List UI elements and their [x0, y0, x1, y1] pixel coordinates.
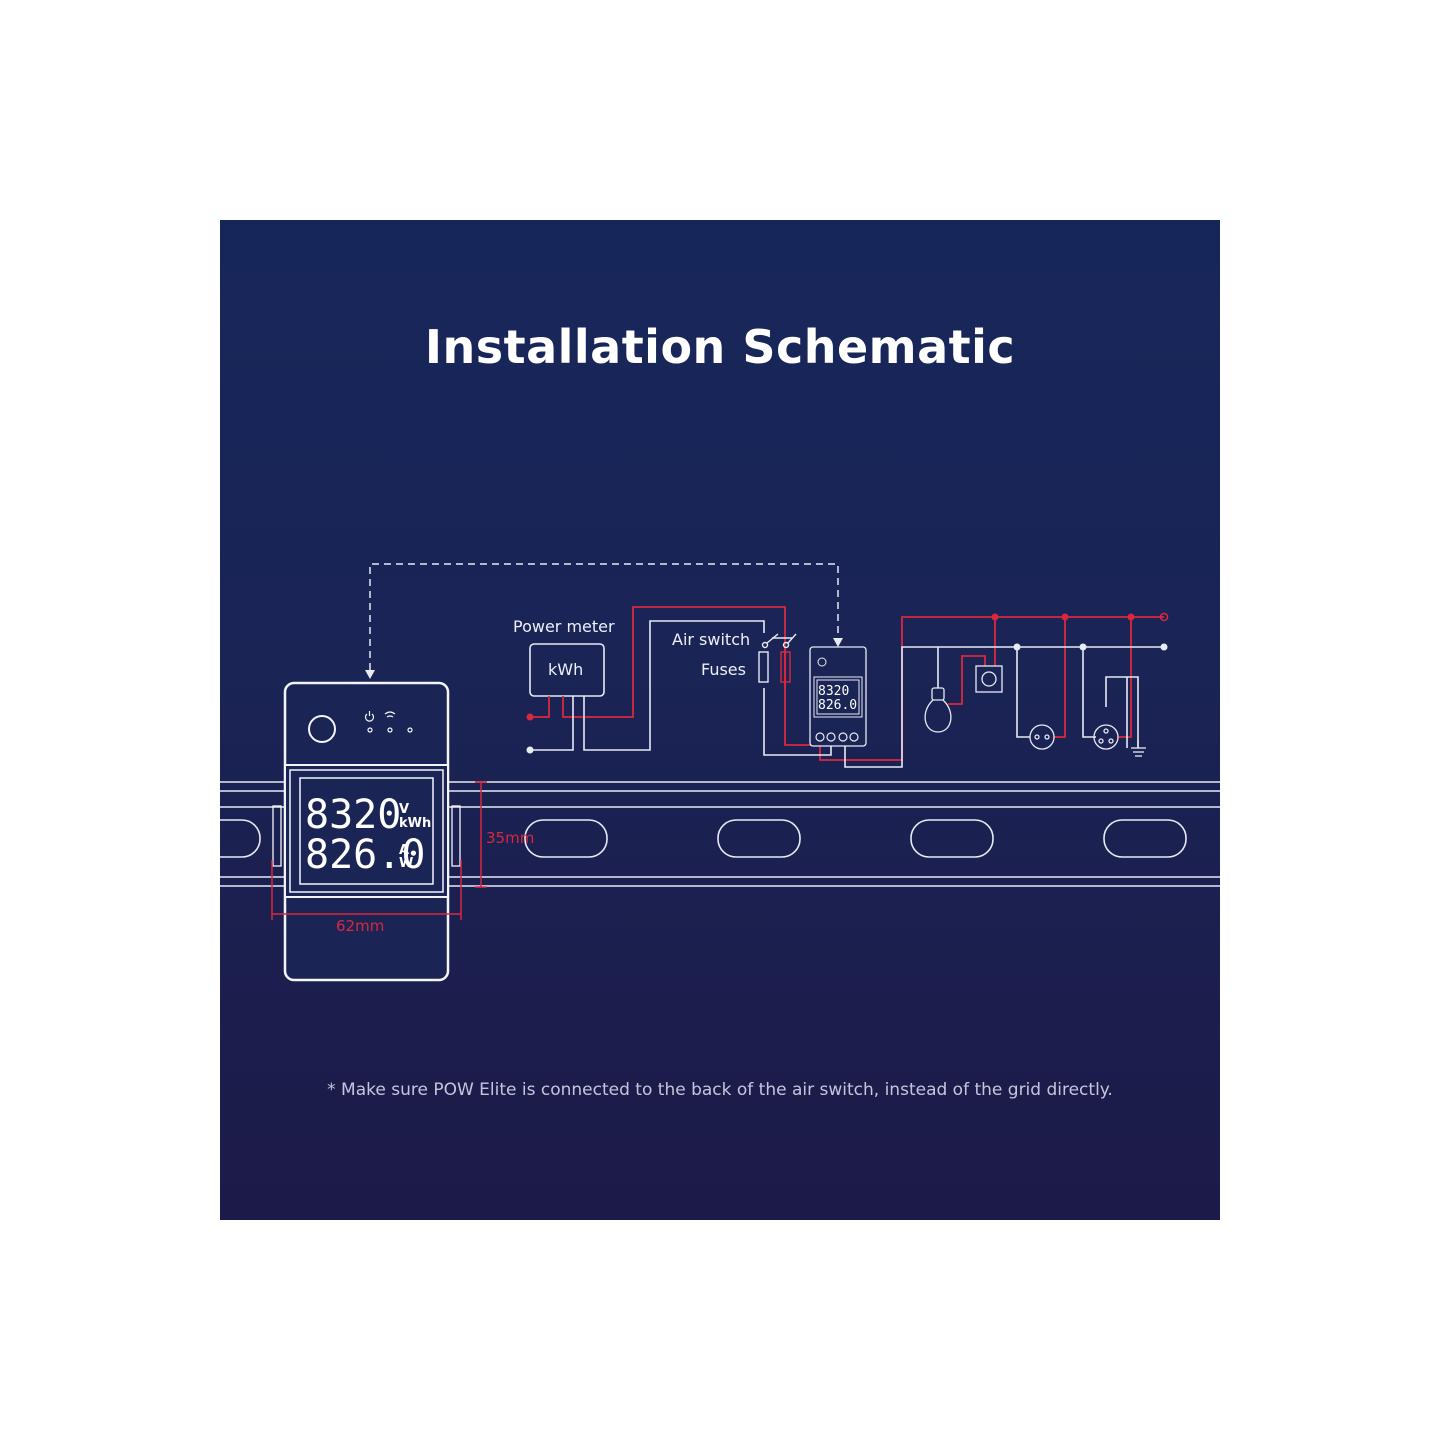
- svg-text:8320: 8320: [818, 684, 849, 699]
- power-meter-unit: kWh: [548, 660, 583, 679]
- two-pin-socket-icon: [1029, 724, 1055, 750]
- rail-dimension-label: 35mm: [486, 829, 534, 847]
- light-bulb-icon: [924, 687, 952, 733]
- pow-elite-device: 8320 V kWh 826.0 A W: [272, 681, 461, 982]
- power-meter-box: [529, 643, 605, 697]
- air-switch-icon: [761, 633, 797, 649]
- power-icon: [364, 711, 375, 733]
- wiring-white: [530, 620, 1164, 768]
- installation-diagram: 8320 V kWh 826.0 A W 62mm 35mm Power met…: [220, 563, 1220, 982]
- svg-text:826.0: 826.0: [818, 698, 857, 713]
- fuses-label: Fuses: [701, 660, 746, 679]
- wifi-icon: [384, 711, 396, 733]
- fuse-icon: [780, 651, 791, 683]
- display-line1-unit-bottom: kWh: [399, 816, 431, 831]
- device-button-icon: [308, 715, 336, 743]
- display-line2-unit-top: A: [399, 843, 409, 858]
- display-line1-value: 8320: [305, 792, 401, 838]
- power-meter-label: Power meter: [513, 617, 615, 636]
- dashed-link-arrow: [365, 563, 843, 679]
- page-title: Installation Schematic: [424, 320, 1016, 374]
- air-switch-label: Air switch: [672, 630, 750, 649]
- pow-elite-small-device: 8320 826.0: [809, 646, 867, 747]
- wall-switch-icon: [975, 665, 1003, 693]
- three-pin-socket-icon: [1093, 724, 1119, 750]
- fuse-icon: [758, 651, 769, 683]
- ground-icon: [1131, 740, 1146, 757]
- display-line2-unit-bottom: W: [399, 856, 413, 871]
- dimension-lines: [271, 781, 487, 920]
- display-line1-unit-top: V: [399, 802, 409, 817]
- display-line2-value: 826.0: [305, 832, 425, 878]
- installation-note: * Make sure POW Elite is connected to th…: [327, 1080, 1113, 1100]
- status-led-icon: [407, 727, 413, 733]
- schematic-panel: Installation Schematic: [220, 220, 1220, 1220]
- width-dimension-label: 62mm: [336, 917, 384, 935]
